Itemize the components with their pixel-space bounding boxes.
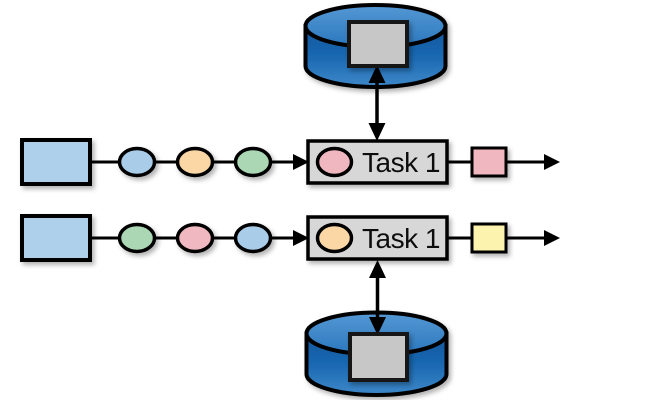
state-arrow-bottom — [369, 260, 386, 335]
event-ellipse-3 — [233, 222, 273, 254]
event-ellipse-1 — [117, 222, 157, 254]
output-arrowhead — [544, 230, 560, 246]
task-box-group: Task 1 — [306, 215, 449, 261]
state-arrow-bottom-down-head — [369, 317, 386, 335]
task-event-ellipse — [315, 146, 354, 178]
source-rect — [20, 214, 92, 262]
source-rect — [20, 138, 92, 186]
task-box-group: Task 1 — [306, 139, 449, 185]
event-ellipse-1 — [117, 146, 157, 178]
state-arrow-top-up-head — [368, 65, 386, 83]
state-square-top — [347, 20, 409, 68]
output-square — [470, 146, 508, 178]
event-ellipse-2 — [175, 222, 215, 254]
state-arrow-top-down-head — [368, 123, 386, 141]
event-ellipse-3 — [233, 146, 273, 178]
flow-arrowhead — [293, 154, 309, 170]
flow-arrowhead — [293, 230, 309, 246]
pipeline-1: Task 1 — [20, 138, 560, 186]
task-event-ellipse — [315, 222, 354, 254]
state-arrow-bottom-up-head — [369, 260, 386, 278]
task-label: Task 1 — [362, 223, 440, 254]
pipeline-2: Task 1 — [20, 214, 560, 262]
event-ellipse-2 — [175, 146, 215, 178]
output-square — [470, 222, 508, 254]
state-arrow-top — [368, 65, 386, 141]
state-square-bottom — [348, 332, 409, 382]
output-arrowhead — [544, 154, 560, 170]
task-label: Task 1 — [362, 147, 440, 178]
